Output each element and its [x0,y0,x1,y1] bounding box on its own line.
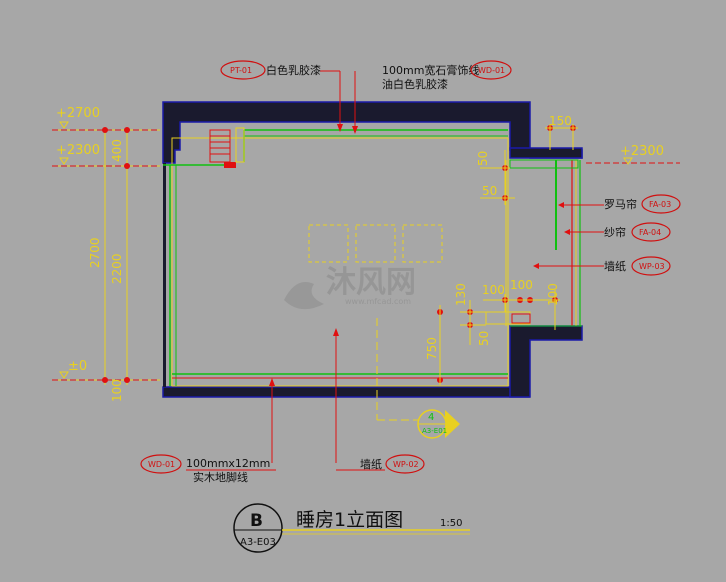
dim-100b: 100 [510,278,533,292]
tag-fa04: FA-04 [639,228,661,237]
label-fa03: 罗马帘 [604,197,637,211]
stair-detail [209,127,245,168]
level-right-ceiling: +2300 [620,144,664,159]
section-marker [417,409,460,439]
title-scale: 1:50 [440,518,462,529]
tag-pt01-ellipse [220,60,266,80]
label-wp02: 墙纸 [360,457,382,471]
label-wp03: 墙纸 [604,259,626,273]
tag-wp03-ellipse [631,256,671,276]
dim-50b: 50 [482,184,497,198]
label-pt01: 白色乳胶漆 [266,63,321,77]
sill-box-inner [511,313,531,324]
label-wd01-top: 100mm宽石膏饰线 [382,63,479,77]
dashed-panels [308,224,443,263]
title-sheet: A3-E03 [240,537,276,548]
title-block [233,503,470,553]
watermark-text: 沐风网 [326,265,416,300]
tag-fa03: FA-03 [649,200,671,209]
level-top: +2700 [56,106,100,121]
left-wall-lower [163,163,166,387]
dim-750: 750 [425,337,439,360]
dim-400: 400 [110,139,124,162]
left-dimensions [52,129,160,385]
dim-2200: 2200 [110,253,124,284]
wall-section [162,101,583,398]
right-dimensions [439,124,578,385]
tag-wp03: WP-03 [639,262,665,271]
level-ceiling: +2300 [56,143,100,158]
tag-wd01-top-ellipse [470,60,512,80]
tag-wp02: WP-02 [393,460,419,469]
dim-2700: 2700 [88,237,102,268]
title-text: 睡房1立面图 [296,509,403,531]
room-outline [171,137,509,387]
leader-lines [271,70,604,463]
section-sheet: A3-E01 [422,427,447,435]
label-wd01-top-2: 油白色乳胶漆 [382,77,448,91]
dim-50c: 50 [477,331,491,346]
floor-slab [162,386,530,398]
dim-50a: 50 [476,151,490,166]
dim-100a: 100 [482,283,505,297]
level-dashed-lines [52,129,680,381]
tag-fa04-ellipse [631,222,671,242]
dim-150: 150 [549,114,572,128]
tag-wd01-top: WD-01 [478,66,505,75]
curtain-box [509,159,579,169]
dim-130: 130 [454,283,468,306]
watermark-logo [284,282,324,310]
label-wd01-bottom: 100mmx12mm [186,457,270,470]
label-fa04: 纱帘 [604,225,626,239]
right-wall-lower [509,325,583,398]
window-head [509,147,583,159]
watermark-url: www.mfcad.com [345,297,411,306]
center-line [376,318,430,421]
tag-wd01-bottom: WD-01 [148,460,175,469]
section-number: 4 [428,412,434,423]
dim-100-left: 100 [110,379,124,402]
leader-arrows [269,124,570,386]
tag-wd01-bottom-ellipse [140,454,182,474]
tag-fa03-ellipse [641,194,681,214]
label-wd01-bottom-2: 实木地脚线 [193,470,248,484]
tag-wp02-ellipse [385,454,425,474]
tag-pt01: PT-01 [230,66,252,75]
level-triangles [59,121,633,379]
dim-100c: 100 [546,283,560,306]
title-letter: B [250,511,263,531]
left-wall-and-ceiling [162,101,531,164]
level-floor: ±0 [68,359,87,374]
